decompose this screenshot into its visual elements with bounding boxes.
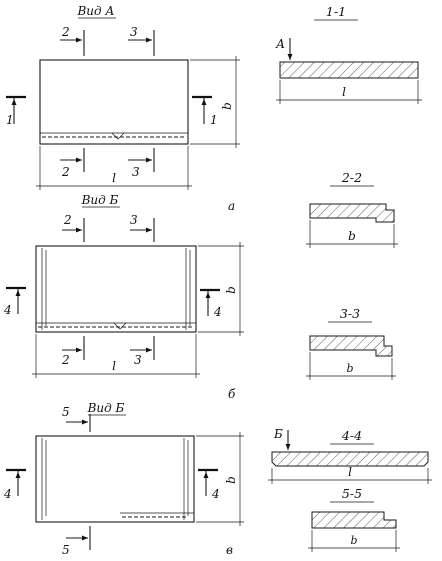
section-5-5-title: 5-5 [342, 486, 362, 501]
view-a-cut-3-bottom-label: 3 [132, 165, 140, 179]
view-c: Вид Б 5 5 4 4 b в [3, 401, 244, 557]
view-a-cut-3-top-arrowhead [146, 37, 152, 43]
view-c-section-4-left-arrowhead [15, 472, 21, 478]
section-1-1-arrow-label: А [275, 37, 285, 51]
view-c-section-4-right-label: 4 [211, 487, 220, 501]
view-a-cut-2-bottom-arrowhead [76, 157, 82, 163]
section-2-2: 2-2 b [306, 170, 398, 248]
view-b-cut-3-top-label: 3 [130, 213, 138, 227]
section-5-5: 5-5 b [308, 486, 400, 552]
view-a-cut-2-top-label: 2 [61, 25, 70, 39]
view-a-section-1-left-label: 1 [6, 113, 14, 127]
view-b-section-4-right-label: 4 [213, 305, 222, 319]
view-c-panel-label: в [226, 543, 233, 557]
view-c-section-4-left-label: 4 [3, 487, 12, 501]
view-b-notch [113, 322, 127, 330]
section-1-1-title: 1-1 [326, 4, 346, 19]
section-4-4-dim-label: l [348, 465, 352, 479]
view-a-section-1-right-arrowhead [201, 99, 207, 105]
view-b-cut-3-top-arrowhead [146, 227, 152, 233]
view-a: Вид А 2 3 2 3 1 1 [6, 4, 240, 213]
section-3-3-title: 3-3 [340, 306, 360, 321]
view-b: Вид Б 2 3 2 3 4 [3, 193, 244, 401]
view-b-dim-b-label: b [224, 286, 238, 294]
view-c-cut-5-top-arrowhead [82, 419, 88, 425]
section-4-4-title: 4-4 [341, 428, 362, 443]
section-3-3-slab [309, 335, 393, 357]
view-b-panel-label: б [228, 387, 236, 401]
view-b-title: Вид Б [81, 193, 119, 207]
section-4-4: 4-4 Б l [268, 427, 432, 484]
view-b-section-4-left-arrowhead [15, 290, 21, 296]
view-c-cut-5-bottom-label: 5 [62, 543, 70, 557]
section-3-3-dim-label: b [346, 362, 353, 375]
section-4-4-slab [271, 451, 429, 467]
view-a-dim-b-label: b [220, 102, 234, 110]
section-1-1-view-arrowhead [287, 54, 293, 60]
section-2-2-dim-label: b [348, 229, 356, 243]
view-c-section-4-right-arrowhead [203, 472, 209, 478]
view-b-cut-2-bottom-label: 2 [61, 353, 70, 367]
view-a-slab-outline [39, 59, 189, 145]
view-c-slab-outline [35, 435, 195, 523]
section-4-4-arrow-label: Б [273, 427, 283, 441]
view-a-panel-label: а [228, 199, 235, 213]
section-2-2-title: 2-2 [341, 170, 362, 185]
view-b-section-4-right-arrowhead [205, 292, 211, 298]
view-a-section-1-right-label: 1 [210, 113, 218, 127]
view-c-cut-5-bottom-arrowhead [82, 535, 88, 541]
view-b-cut-3-bottom-arrowhead [146, 347, 152, 353]
view-a-section-1-left-arrowhead [11, 99, 17, 105]
section-5-5-slab [311, 511, 397, 529]
view-c-title: Вид Б [87, 401, 125, 415]
view-a-title: Вид А [76, 4, 114, 18]
section-1-1-slab [279, 61, 419, 79]
view-b-section-4-left-label: 4 [3, 303, 12, 317]
view-b-cut-2-top-arrowhead [76, 227, 82, 233]
section-1-1-dim-label: l [342, 85, 346, 99]
section-2-2-slab [309, 203, 395, 223]
view-c-dim-b-label: b [224, 476, 238, 484]
view-c-cut-5-top-label: 5 [62, 405, 70, 419]
section-5-5-dim-label: b [350, 534, 357, 547]
section-1-1: 1-1 А l [275, 4, 422, 104]
view-b-cut-2-top-label: 2 [63, 213, 72, 227]
view-a-notch [111, 132, 125, 140]
view-b-cut-3-bottom-label: 3 [134, 353, 142, 367]
view-a-dim-l-label: l [112, 171, 116, 185]
view-b-cut-2-bottom-arrowhead [76, 347, 82, 353]
view-a-cut-3-bottom-arrowhead [146, 157, 152, 163]
section-4-4-view-arrowhead [285, 444, 291, 450]
view-a-cut-2-bottom-label: 2 [61, 165, 70, 179]
section-3-3: 3-3 b [306, 306, 396, 380]
view-a-cut-3-top-label: 3 [130, 25, 138, 39]
view-b-dim-l-label: l [112, 359, 116, 373]
view-a-cut-2-top-arrowhead [76, 37, 82, 43]
view-b-slab-outline [35, 245, 197, 333]
